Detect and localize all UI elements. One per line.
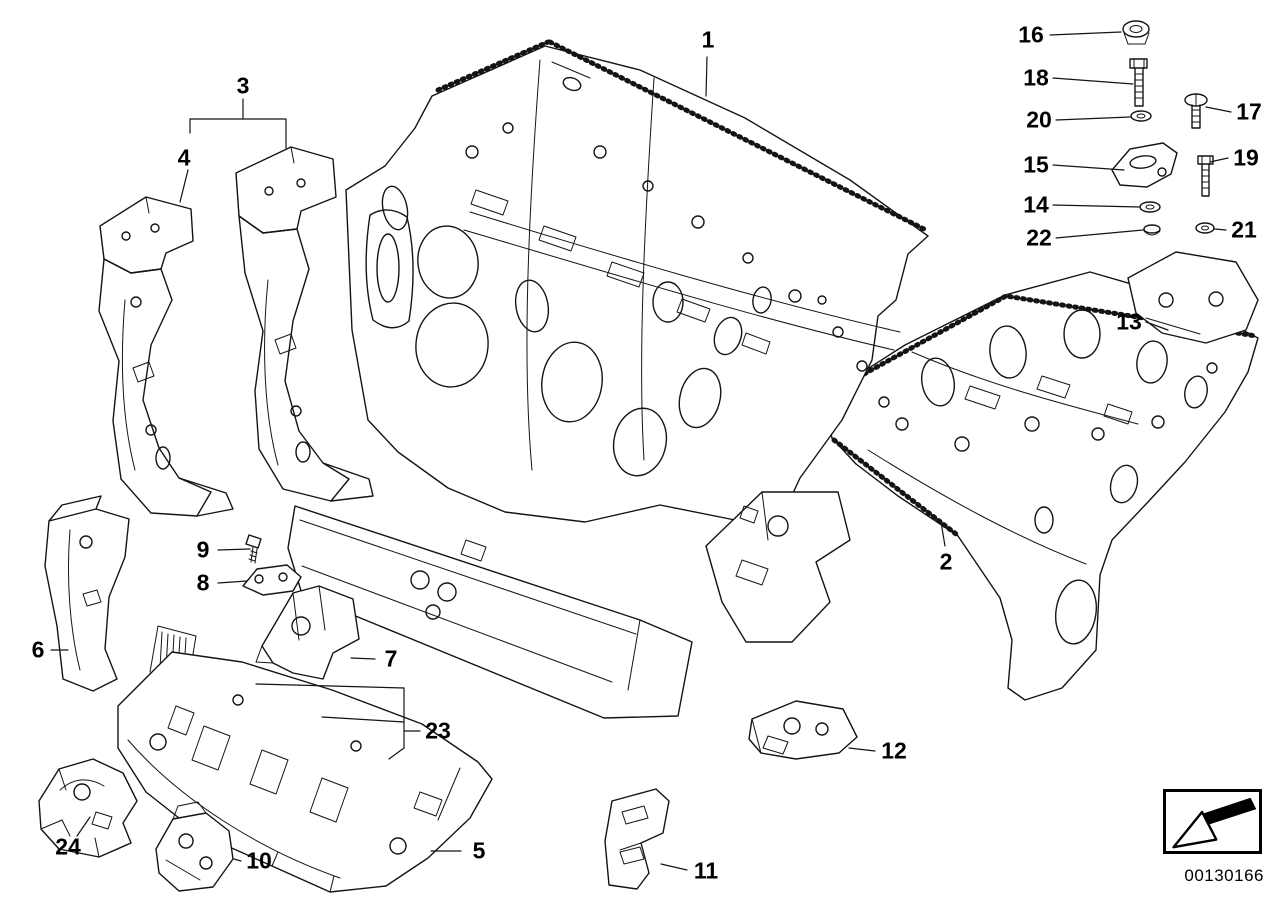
leader-line bbox=[848, 747, 876, 752]
part-24-drawing bbox=[38, 758, 138, 858]
callout-2[interactable]: 2 bbox=[939, 548, 953, 575]
leader-line bbox=[1052, 77, 1134, 85]
callout-21[interactable]: 21 bbox=[1231, 216, 1257, 243]
callout-14[interactable]: 14 bbox=[1023, 191, 1049, 218]
leader-line bbox=[1214, 228, 1227, 231]
diagram-id: 00130166 bbox=[1184, 866, 1264, 885]
part-16-drawing bbox=[1122, 20, 1150, 45]
callout-19[interactable]: 19 bbox=[1233, 144, 1259, 171]
part-22-drawing bbox=[1143, 224, 1161, 236]
callout-24[interactable]: 24 bbox=[55, 833, 81, 860]
part-9-drawing bbox=[245, 534, 262, 564]
callout-5[interactable]: 5 bbox=[472, 837, 486, 864]
part-3-drawing bbox=[235, 146, 374, 502]
part-4-drawing bbox=[98, 196, 234, 517]
leader-line bbox=[217, 580, 248, 584]
callout-15[interactable]: 15 bbox=[1023, 151, 1049, 178]
leader-line bbox=[350, 657, 376, 660]
leader-line bbox=[1049, 31, 1122, 36]
callout-3[interactable]: 3 bbox=[236, 72, 250, 99]
part-11-drawing bbox=[604, 788, 670, 890]
leader-line bbox=[1055, 116, 1131, 121]
callout-16[interactable]: 16 bbox=[1018, 21, 1044, 48]
callout-8[interactable]: 8 bbox=[196, 569, 210, 596]
callout-4[interactable]: 4 bbox=[177, 144, 191, 171]
leader-line bbox=[1205, 106, 1232, 113]
callout-9[interactable]: 9 bbox=[196, 536, 210, 563]
part-19-drawing bbox=[1197, 155, 1214, 197]
callout-6[interactable]: 6 bbox=[31, 636, 45, 663]
leader-line bbox=[660, 863, 688, 871]
callout-11[interactable]: 11 bbox=[693, 857, 719, 884]
part-8-drawing bbox=[242, 564, 302, 596]
leader-line bbox=[1055, 229, 1144, 239]
leader-line bbox=[233, 858, 242, 862]
callout-12[interactable]: 12 bbox=[881, 737, 907, 764]
lower-beam-drawing bbox=[287, 505, 693, 719]
callout-18[interactable]: 18 bbox=[1023, 64, 1049, 91]
callout-22[interactable]: 22 bbox=[1026, 224, 1052, 251]
part-6-drawing bbox=[44, 495, 130, 692]
arrow-down-left-icon bbox=[1172, 797, 1257, 849]
part-21-drawing bbox=[1195, 222, 1215, 234]
leader-line bbox=[321, 716, 405, 723]
part-15-drawing bbox=[1111, 142, 1178, 188]
part-18-drawing bbox=[1129, 58, 1148, 107]
callout-13[interactable]: 13 bbox=[1116, 308, 1142, 335]
leader-line bbox=[1145, 321, 1169, 331]
callout-1[interactable]: 1 bbox=[701, 26, 715, 53]
leader-line bbox=[388, 747, 405, 760]
leader-line bbox=[705, 56, 708, 97]
leader-line bbox=[255, 683, 405, 689]
part-1-drawing bbox=[345, 39, 929, 523]
previous-diagram-button[interactable] bbox=[1163, 789, 1262, 854]
part-10-drawing bbox=[155, 801, 234, 892]
leader-line bbox=[1052, 164, 1125, 171]
right-support-bracket-drawing bbox=[705, 491, 851, 643]
part-7-drawing bbox=[255, 585, 360, 680]
part-13-drawing bbox=[1127, 251, 1259, 344]
callout-23[interactable]: 23 bbox=[425, 717, 451, 744]
leader-line bbox=[179, 169, 189, 203]
leader-line bbox=[217, 548, 251, 551]
callout-10[interactable]: 10 bbox=[246, 847, 272, 874]
callout-20[interactable]: 20 bbox=[1026, 106, 1052, 133]
part-12-drawing bbox=[748, 700, 858, 760]
part-17-drawing bbox=[1184, 93, 1208, 129]
callout-17[interactable]: 17 bbox=[1236, 98, 1262, 125]
part-20-drawing bbox=[1130, 110, 1152, 122]
leader-line bbox=[940, 521, 946, 547]
leader-line bbox=[76, 816, 91, 837]
leader-line bbox=[1052, 204, 1141, 208]
callout-7[interactable]: 7 bbox=[384, 645, 398, 672]
leader-line bbox=[1209, 157, 1229, 163]
